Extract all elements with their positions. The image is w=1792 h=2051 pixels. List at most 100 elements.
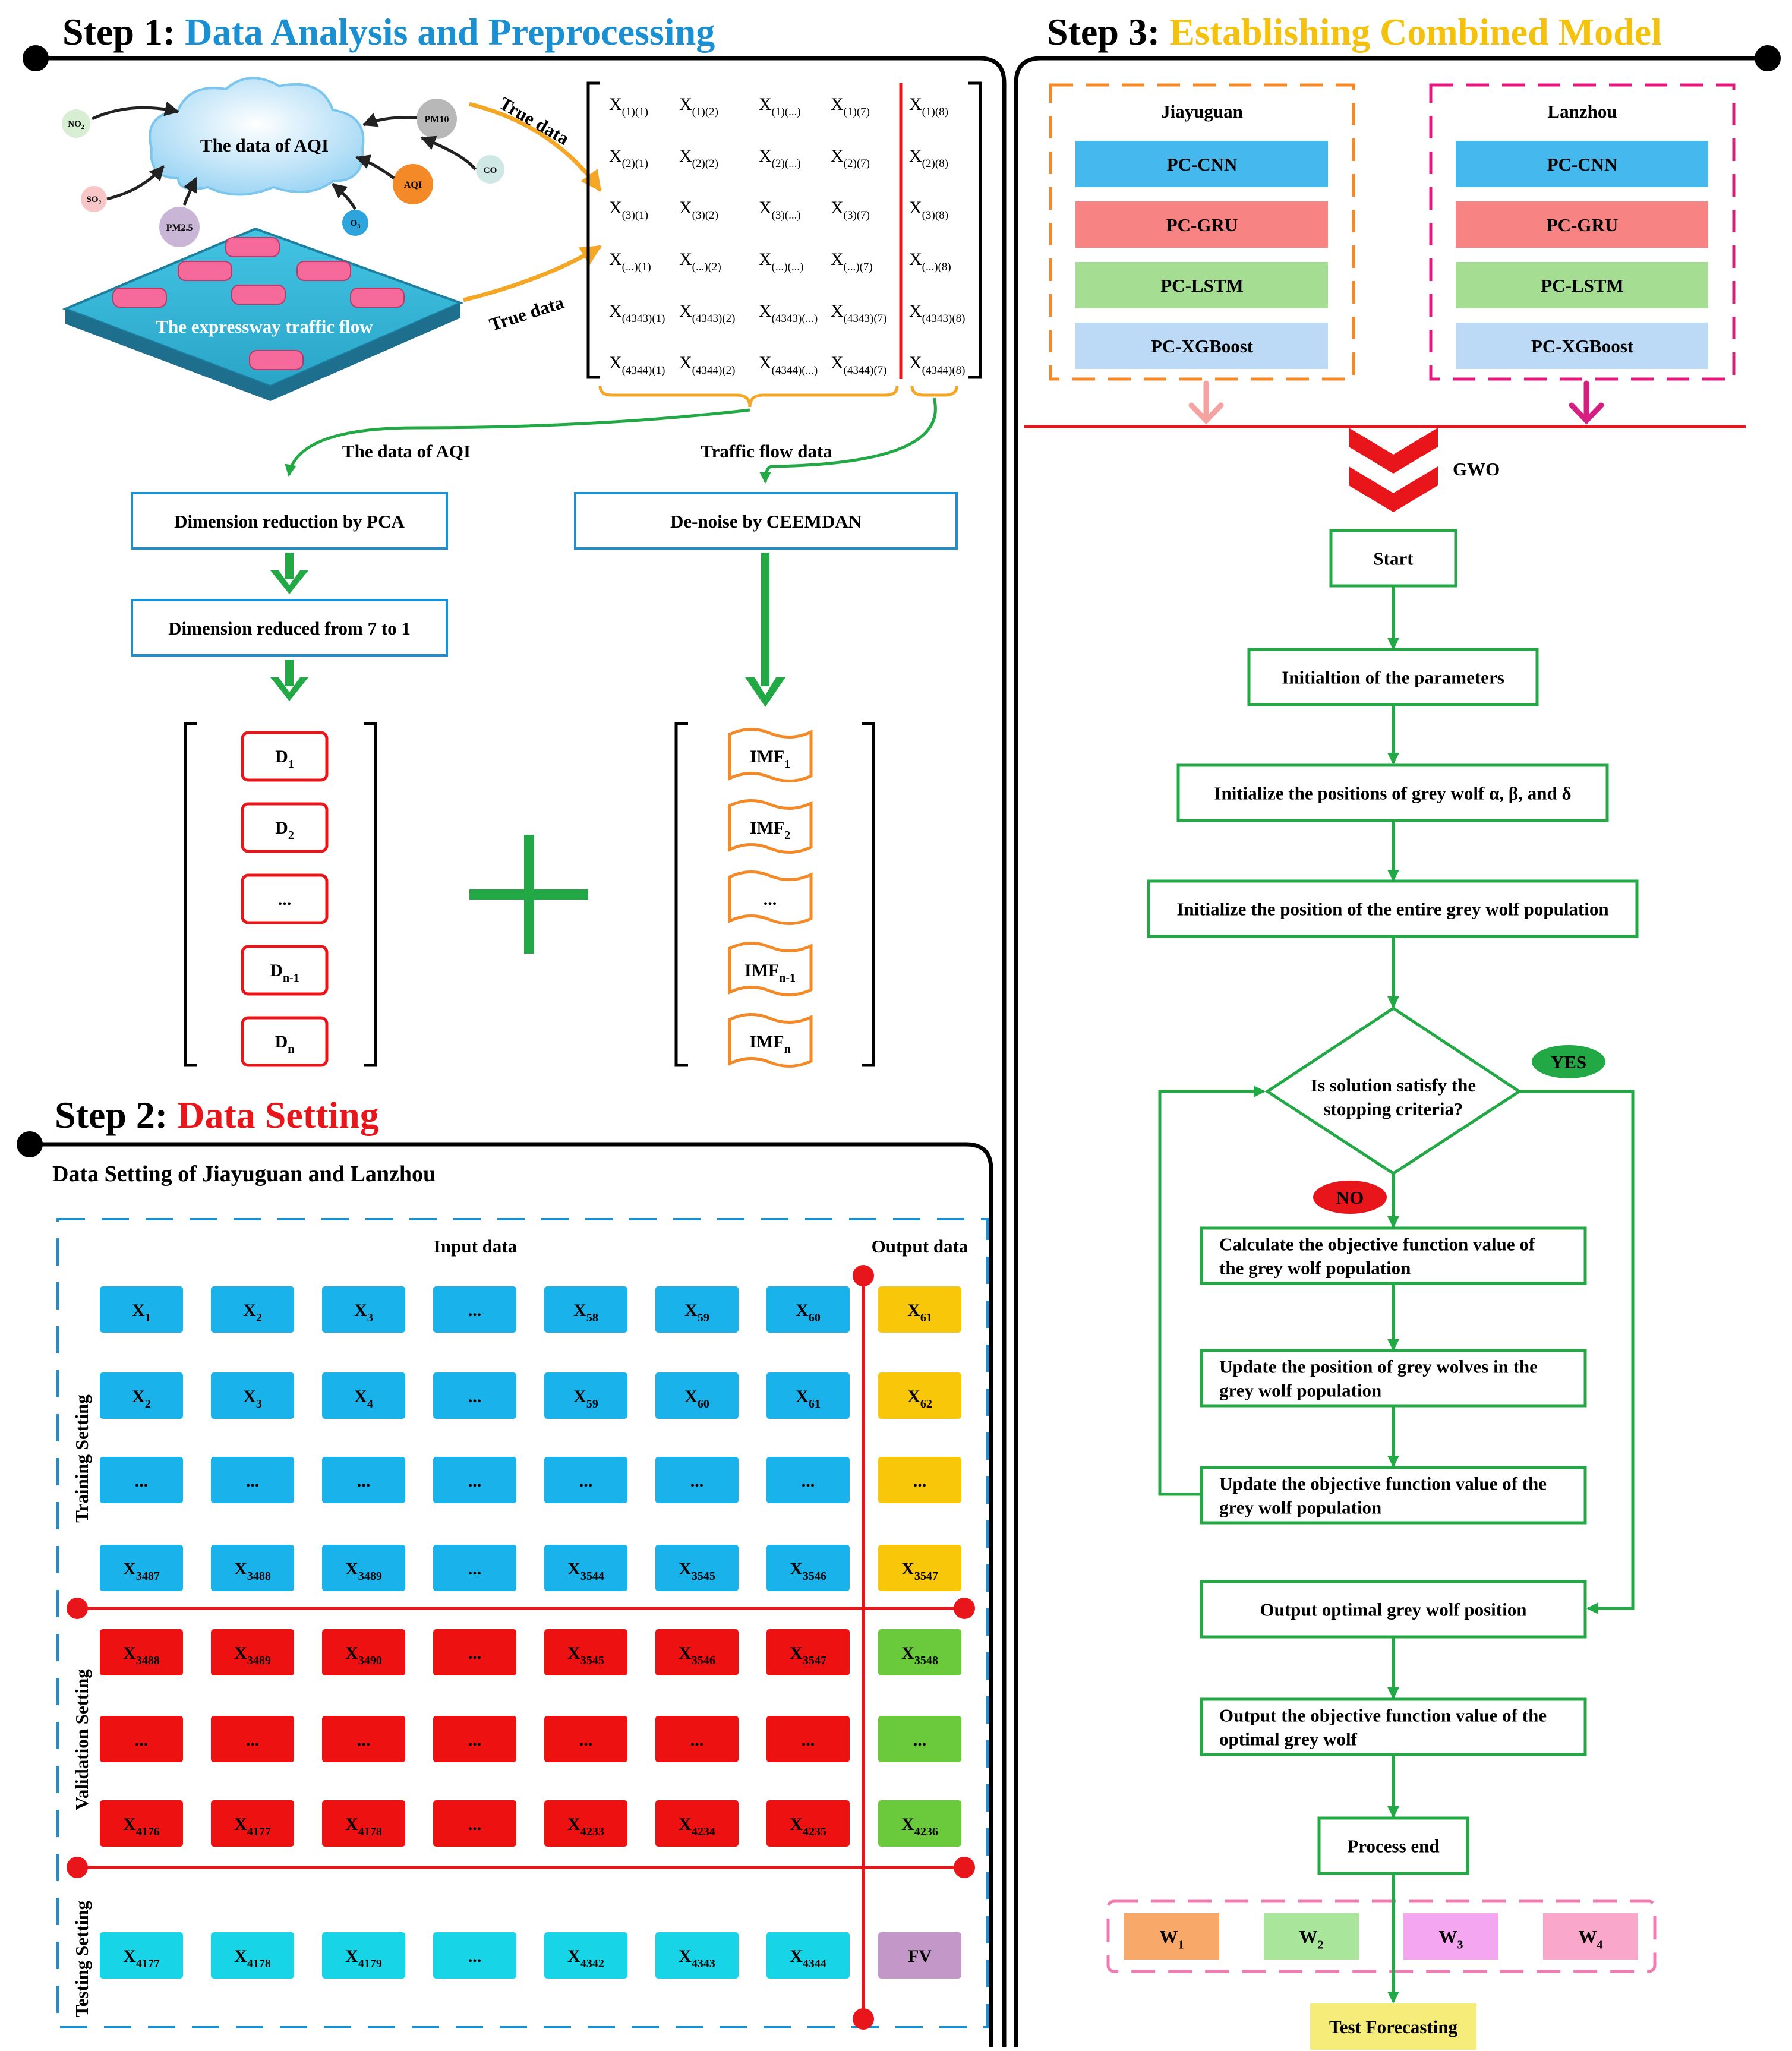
training-label: Training Setting [71,1394,92,1523]
grid-input-cell [100,1629,183,1675]
grid-input-cell [211,1286,294,1333]
grid-input-label: ... [246,1471,260,1491]
imf-item-box [728,1012,813,1068]
grid-input-cell [433,1629,516,1675]
step1-frame [36,56,1007,2047]
grid-input-label: X4178 [234,1946,271,1970]
model-box [1075,262,1328,308]
matrix-cell: X(1)(8) [909,94,948,118]
output-data-label: Output data [872,1236,968,1257]
yes-badge [1532,1045,1605,1078]
traffic-data-label: Traffic flow data [701,441,832,462]
grid-input-label: X2 [132,1387,151,1411]
grid-output-cell [878,1629,961,1675]
aqi-data-label: The data of AQI [342,441,471,462]
grid-input-label: ... [468,1471,482,1491]
grid-input-cell [211,1629,294,1675]
grid-input-cell [544,1932,627,1979]
init-abd-box [1176,763,1609,822]
calc-box-text: the grey wolf population [1219,1258,1411,1279]
matrix-cell: X(3)(7) [831,198,870,222]
grid-input-label: X61 [796,1387,821,1411]
grid-input-label: ... [802,1471,815,1491]
grid-input-label: X3544 [567,1559,604,1583]
grid-input-cell [211,1372,294,1419]
model-label: PC-CNN [1167,154,1238,175]
grid-input-label: X3546 [790,1559,826,1583]
grid-input-label: X3490 [345,1643,382,1667]
grid-input-label: X3546 [679,1643,715,1667]
matrix-cell: X(...)(7) [831,250,873,273]
grid-input-label: X59 [573,1387,598,1411]
connector-aqi [285,408,750,477]
matrix-cell: X(1)(7) [831,94,870,118]
weight-box [1543,1913,1638,1960]
init-params-box [1247,648,1539,706]
grid-input-cell [766,1932,850,1979]
model-box [1456,262,1708,308]
matrix-cell: X(4344)(8) [909,353,965,377]
grid-input-label: ... [468,1387,482,1406]
cloud-illustration: The data of AQI [149,77,365,196]
grid-output-label: X4236 [901,1815,938,1838]
true-data-label-top: True data [496,93,573,149]
grid-input-cell [433,1932,516,1979]
grid-input-label: ... [802,1730,815,1750]
grid-input-cell [322,1457,405,1503]
matrix-cell: X(2)(2) [679,146,718,170]
grid-input-label: ... [468,1946,482,1966]
down-arrows-step1 [270,553,785,707]
grid-input-label: X2 [243,1301,262,1324]
grid-input-label: X3489 [345,1559,382,1583]
city-panels: JiayuguanPC-CNNPC-GRUPC-LSTMPC-XGBoostLa… [1049,83,1736,381]
grid-input-cell [766,1629,850,1675]
matrix-cell: X(...)(8) [909,250,951,273]
grid-input-label: X59 [684,1301,709,1324]
grid-input-cell [211,1457,294,1503]
update-pos-box-text: grey wolf population [1219,1380,1381,1401]
matrix-cell: X(1)(...) [759,94,801,118]
aqi-brace [598,386,899,408]
model-label: PC-LSTM [1541,275,1624,296]
d-item-label: Dn-1 [270,961,299,985]
grid-input-label: ... [468,1815,482,1834]
grid-input-cell [544,1545,627,1591]
grid-output-label: X62 [907,1387,932,1411]
grid-input-label: X3487 [123,1559,160,1583]
grid-input-cell [211,1545,294,1591]
grid-input-label: X4234 [679,1815,715,1838]
d-item-box [241,1016,329,1067]
loop-arrow [1158,1086,1266,1496]
test-forecasting-label: Test Forecasting [1329,2017,1458,2037]
node-no2: NO2 [68,119,84,131]
data-setting-frame [56,1218,989,2028]
matrix-cell: X(3)(8) [909,198,948,222]
matrix-cell: X(3)(...) [759,198,801,222]
grid-input-cell [544,1457,627,1503]
weight-label: W3 [1439,1926,1463,1951]
cloud-label: The data of AQI [200,135,329,156]
grid-input-cell [766,1545,850,1591]
update-obj-box-text: Update the objective function value of t… [1219,1473,1547,1494]
grid-input-label: ... [357,1471,371,1491]
grid-input-cell [433,1286,516,1333]
grid-input-label: ... [135,1730,149,1750]
weight-box [1403,1913,1498,1960]
matrix-cell: X(4344)(1) [609,353,665,377]
grid-input-cell [100,1286,183,1333]
weight-box [1124,1913,1219,1960]
step2-subtitle: Data Setting of Jiayuguan and Lanzhou [52,1162,436,1187]
ceemdan-box [574,492,958,550]
city-name: Jiayuguan [1161,101,1243,122]
no-label: NO [1336,1187,1364,1208]
imf-item-label: ... [764,889,777,909]
grid-input-cell [544,1286,627,1333]
imf-item-label: IMFn-1 [744,961,796,985]
road-label: The expressway traffic flow [156,316,373,337]
city-panel-frame [1049,83,1355,381]
pca-box [131,492,448,550]
city-arrows [1188,380,1604,425]
grid-output-cell [878,1716,961,1762]
imf-item-label: IMF2 [750,818,790,842]
matrix-cell: X(...)(...) [759,250,803,273]
